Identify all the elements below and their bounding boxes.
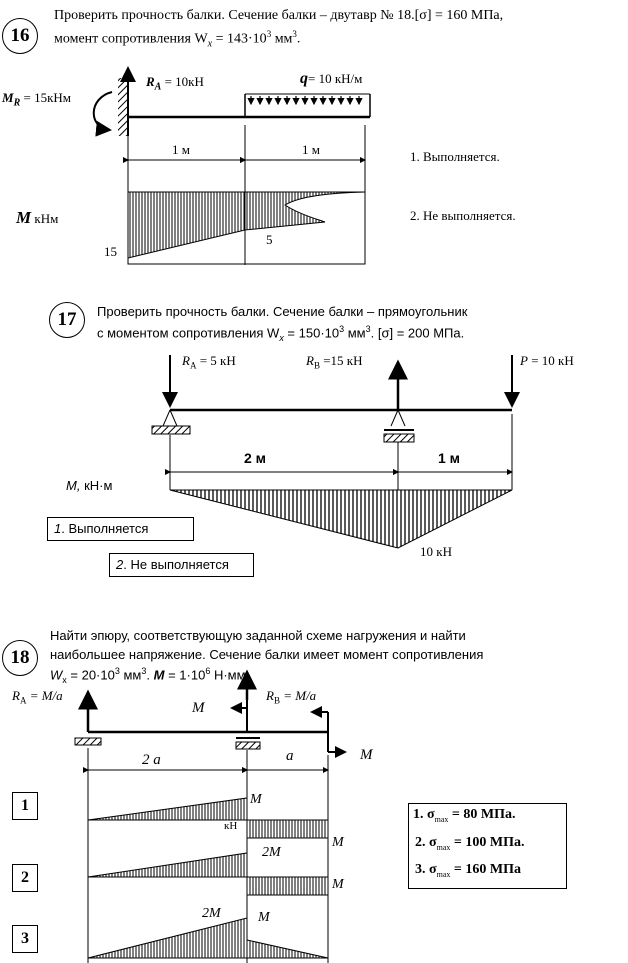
p16-number: 16 xyxy=(10,25,30,46)
p18-line3: Wx = 20·103 мм3. M = 1·106 Н·мм. xyxy=(50,666,250,685)
p18-ra-label: RA = M/a xyxy=(12,688,63,706)
p18-d3-m: M xyxy=(258,910,270,925)
p18-diagram2-left xyxy=(87,852,248,878)
p18-number-badge: 18 xyxy=(2,640,38,676)
p18-line2: наибольшее напряжение. Сечение балки име… xyxy=(50,647,484,662)
p16-line2: момент сопротивления Wx = 143·103 мм3. xyxy=(54,29,301,50)
p16-diagram-left xyxy=(127,191,246,259)
p17-dim1: 2 м xyxy=(244,450,267,466)
p16-distributed-load xyxy=(244,93,371,117)
p17-m-label: M, кН·м xyxy=(66,478,113,493)
p16-value-5: 5 xyxy=(266,232,273,247)
p16-value-15: 15 xyxy=(104,244,117,259)
p18-rb-label: RB = M/a xyxy=(266,688,317,706)
p16-dim2: 1 м xyxy=(302,142,320,157)
p17-value-10: 10 кН xyxy=(420,544,452,559)
p18-d2-2m: 2M xyxy=(262,845,281,860)
p18-diagram2-label[interactable]: 2 xyxy=(12,864,38,892)
p16-diagram-right xyxy=(244,191,366,231)
p18-diagram2-right xyxy=(246,876,329,896)
p18-d1-kn: кН xyxy=(224,820,238,832)
p18-number: 18 xyxy=(10,647,30,668)
p16-scheme xyxy=(92,66,371,265)
p18-scheme xyxy=(74,669,347,963)
p18-diagram1-left xyxy=(87,797,248,821)
p17-moment-diagram xyxy=(169,489,513,549)
p18-line1: Найти эпюру, соответствующую заданной сх… xyxy=(50,628,466,643)
p18-answer-3[interactable]: 3. σmax = 160 МПа xyxy=(415,862,521,879)
p16-m-label: M кНм xyxy=(16,208,59,227)
p18-d1-m: M xyxy=(250,792,262,807)
p18-dim2: a xyxy=(286,748,294,764)
p17-p-label: P = 10 кН xyxy=(520,353,574,368)
p17-dim2: 1 м xyxy=(438,450,461,466)
p17-number-badge: 17 xyxy=(49,302,85,338)
p18-diagram1-right xyxy=(246,819,329,839)
p16-option-2[interactable]: 2. Не выполняется. xyxy=(410,208,516,223)
p18-support-b xyxy=(235,737,261,750)
p16-dim1: 1 м xyxy=(172,142,190,157)
p18-answers-box: 1. σmax = 80 МПа. 2. σmax = 100 МПа. 3. … xyxy=(408,803,567,889)
p17-support-b xyxy=(383,409,415,443)
p18-dim1: 2 a xyxy=(142,752,161,768)
p18-diagram3-label[interactable]: 3 xyxy=(12,925,38,953)
p17-ra-label: RA = 5 кН xyxy=(182,353,236,371)
p16-moment-arrow xyxy=(92,91,113,137)
p18-diagram3-right xyxy=(246,939,329,959)
p18-d2-mr: M xyxy=(332,877,344,892)
p17-option-2[interactable]: 2. Не выполняется xyxy=(109,553,254,577)
p17-option-1[interactable]: 1. Выполняется xyxy=(47,517,194,541)
p17-number: 17 xyxy=(57,309,77,330)
p16-ra-label: RA = 10кН xyxy=(146,74,204,93)
p18-answer-2[interactable]: 2. σmax = 100 МПа. xyxy=(415,835,525,852)
p16-mr-label: MR = 15кНм xyxy=(2,90,71,109)
p18-support-a xyxy=(74,737,102,746)
p17-line1: Проверить прочность балки. Сечение балки… xyxy=(97,304,468,319)
p16-q-label: q= 10 кН/м xyxy=(300,70,363,87)
p17-rb-label: RB =15 кН xyxy=(306,353,363,371)
p16-line1: Проверить прочность балки. Сечение балки… xyxy=(54,8,504,23)
p18-d3-2m: 2M xyxy=(202,906,221,921)
p18-diagram1-label[interactable]: 1 xyxy=(12,792,38,820)
p16-wall xyxy=(118,78,128,136)
p17-support-a xyxy=(151,409,191,435)
p18-answer-1[interactable]: 1. σmax = 80 МПа. xyxy=(413,807,516,824)
p18-m-right: M xyxy=(360,747,373,763)
p17-line2: с моментом сопротивления Wx = 150·103 мм… xyxy=(97,324,465,343)
p16-number-badge: 16 xyxy=(2,18,38,54)
p18-d1-mr: M xyxy=(332,835,344,850)
p18-diagram3-left xyxy=(87,917,248,959)
p17-scheme xyxy=(151,355,520,549)
p18-m-top: M xyxy=(192,700,205,716)
p16-option-1[interactable]: 1. Выполняется. xyxy=(410,149,500,164)
